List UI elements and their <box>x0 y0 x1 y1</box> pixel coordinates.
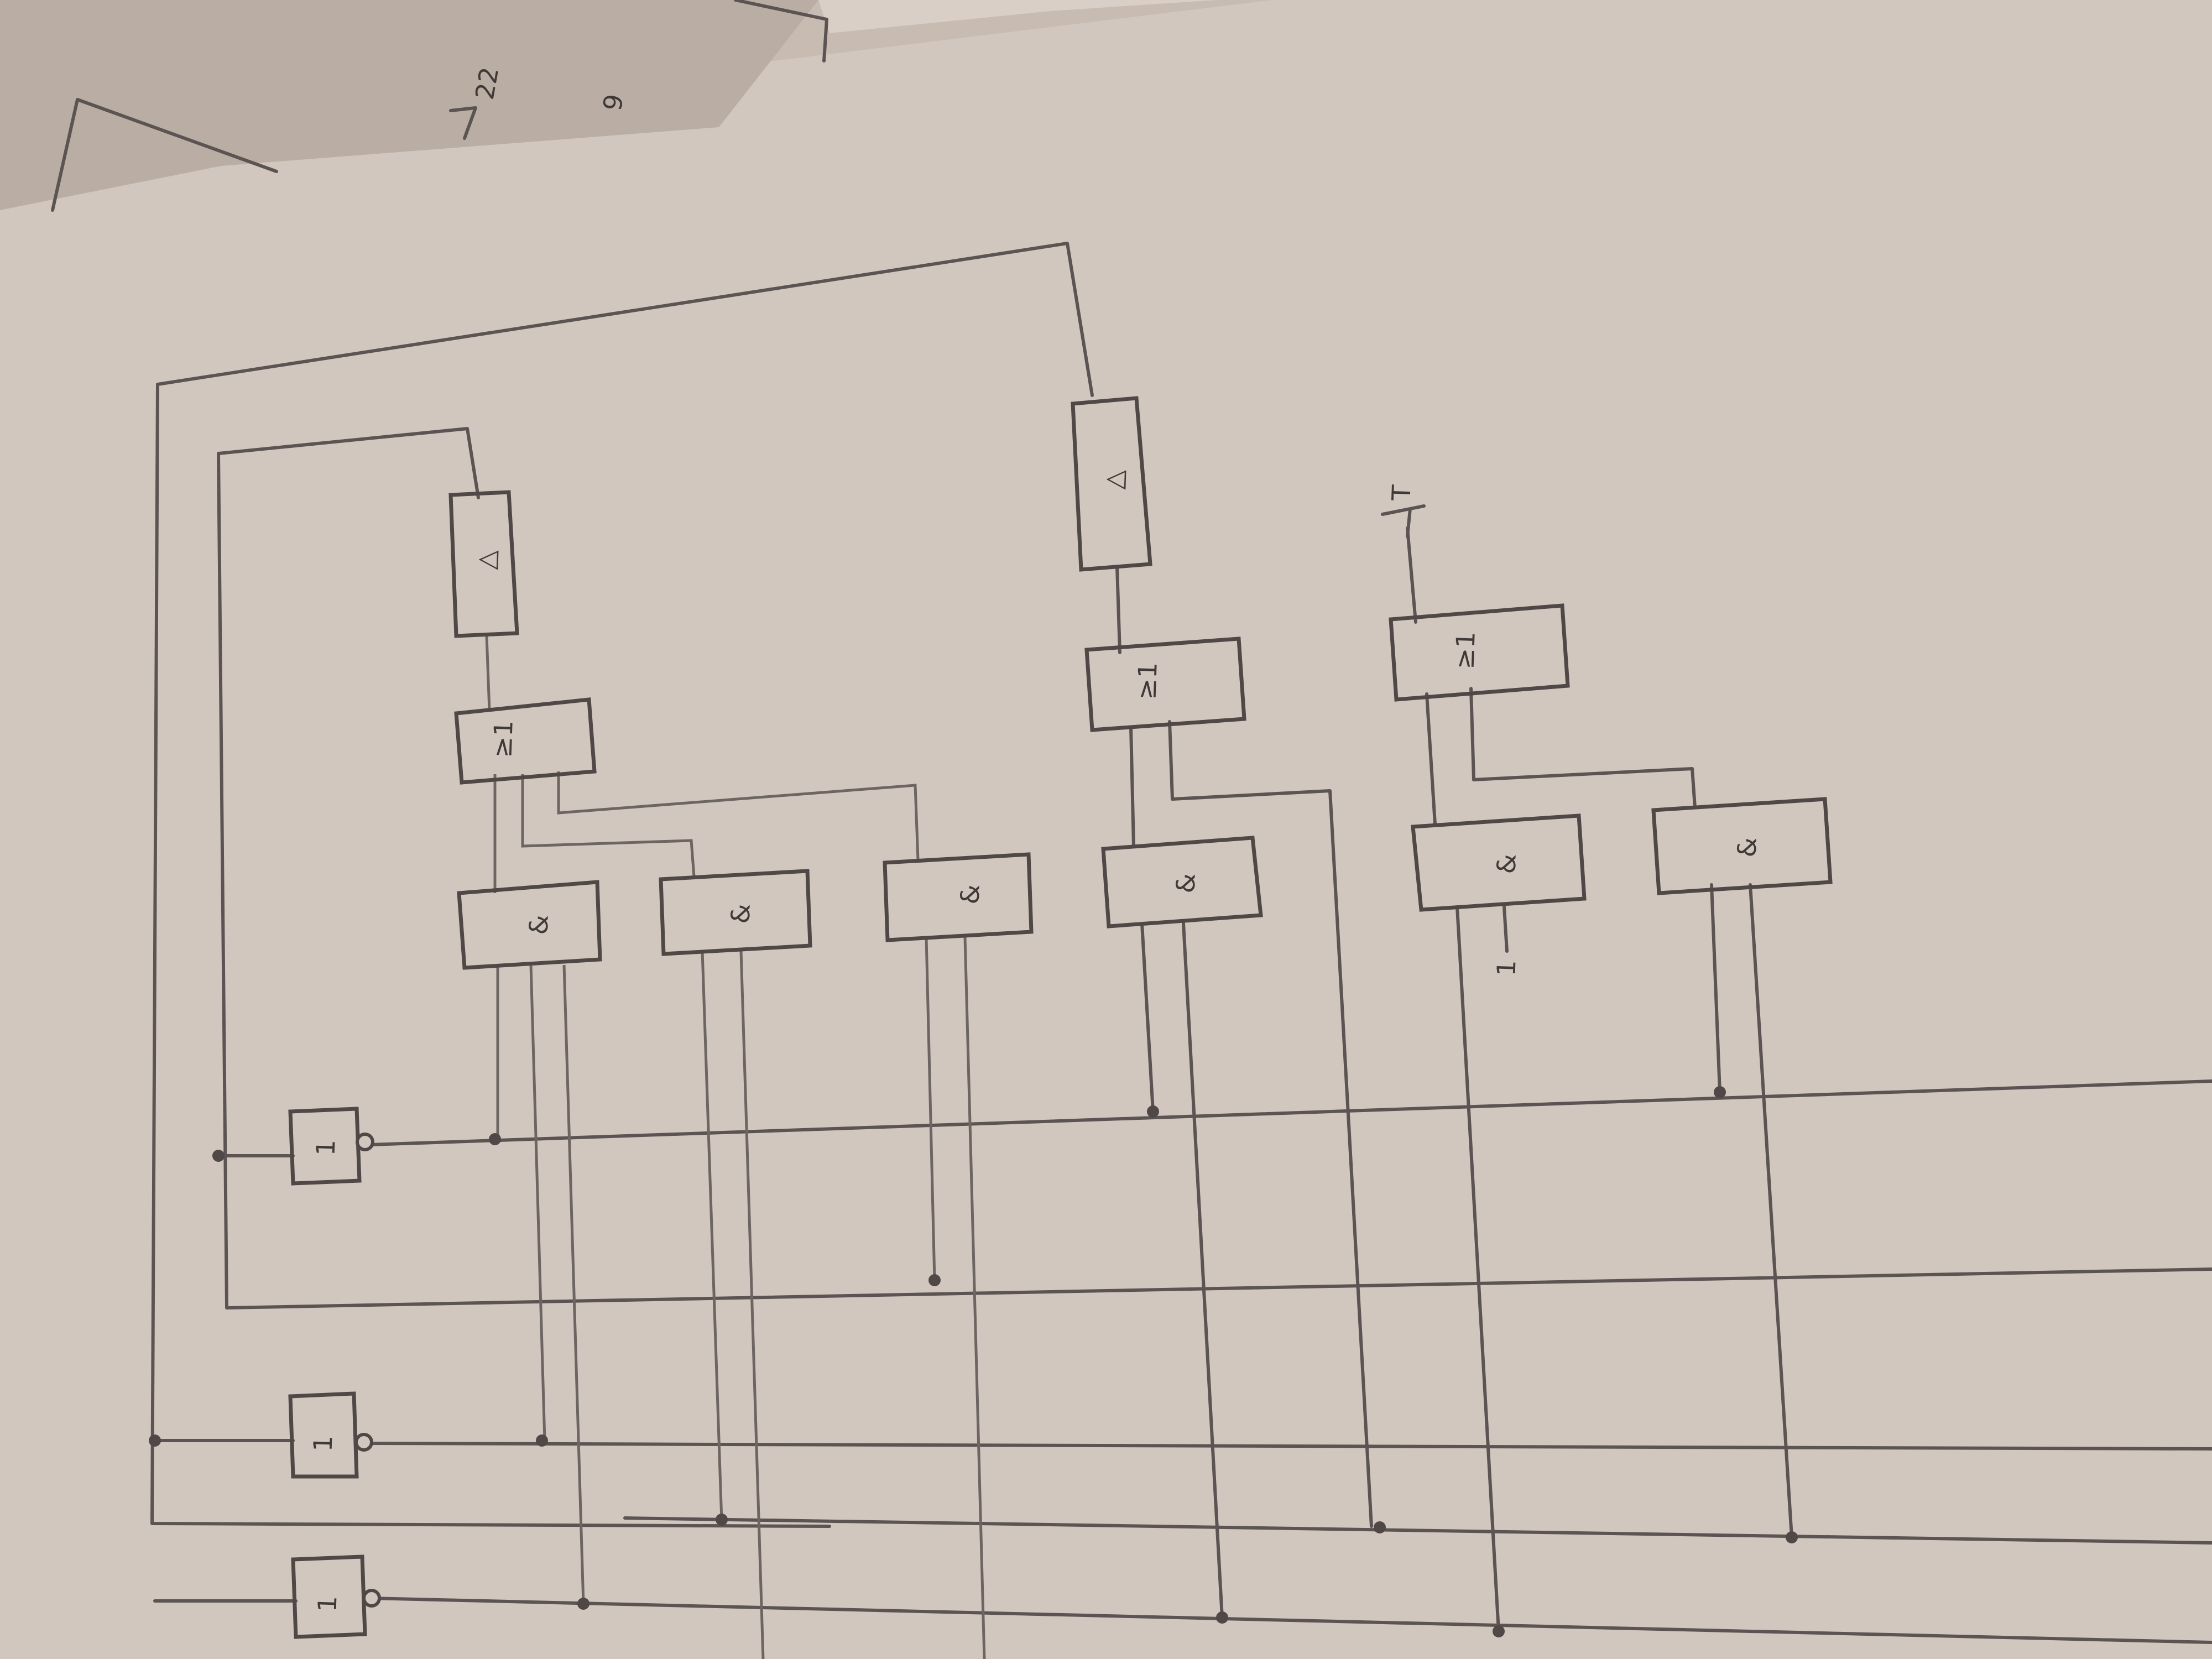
and-gate-5-body <box>1411 813 1587 912</box>
inverter-2: 1 <box>288 1391 373 1479</box>
junction-dot <box>1786 1531 1798 1543</box>
inverter-3-bubble <box>362 1589 381 1608</box>
junction-dot <box>1493 1625 1505 1637</box>
inverter-2-body <box>288 1391 359 1479</box>
junction-dot <box>716 1514 728 1526</box>
output-label-t: T <box>1386 484 1416 502</box>
inverter-3-label: 1 <box>312 1595 342 1613</box>
inverter-2-bubble <box>354 1433 373 1452</box>
or-gate-3: ≥1 <box>1389 603 1570 702</box>
or1-to-buffer1 <box>485 635 491 711</box>
sheet-border-line <box>51 98 278 212</box>
rail-4-out <box>369 1597 2212 1644</box>
and4-to-or2 <box>1129 726 1135 848</box>
buffer-gate-2-label: △ <box>1099 469 1129 490</box>
and3-in-b <box>963 937 986 1659</box>
and6-in-a <box>1710 883 1721 1094</box>
junction-dot <box>577 1598 589 1610</box>
junction-dot <box>1374 1521 1386 1533</box>
const-one-wire <box>1503 905 1509 953</box>
or3-output-wire <box>1406 526 1417 624</box>
inverter-2-label: 1 <box>307 1435 338 1452</box>
buffer-gate-1-label: △ <box>471 549 502 570</box>
inverter-3-body <box>291 1554 367 1639</box>
and3-to-or1 <box>557 771 920 860</box>
junction-dot <box>149 1434 161 1447</box>
output-t-stem <box>1406 507 1412 538</box>
and2-in-a <box>701 951 723 1521</box>
and-gate-6-label: & <box>1731 837 1762 858</box>
feedback-wire-outer <box>150 242 1094 1528</box>
junction-dot <box>536 1434 548 1447</box>
or-gate-2: ≥1 <box>1084 637 1246 732</box>
or-gate-2-label: ≥1 <box>1131 661 1162 700</box>
and4-in-b <box>1182 922 1224 1619</box>
and-gate-1: & <box>457 880 602 970</box>
page-fold-shade <box>0 0 818 210</box>
buffer-gate-1: △ <box>448 490 519 638</box>
and5-in-b <box>1455 905 1500 1633</box>
and-gate-2-body <box>659 869 812 956</box>
or2-to-buffer2 <box>1115 565 1121 654</box>
and2-in-b <box>739 951 765 1659</box>
and-gate-4-body <box>1101 836 1263 928</box>
or-gate-1-label: ≥1 <box>487 719 518 758</box>
corner-number-22: 22 <box>469 65 504 102</box>
buffer-gate-2: △ <box>1071 396 1152 572</box>
and6-to-or3 <box>1469 687 1697 809</box>
inverter-1-bubble <box>356 1133 374 1151</box>
and-gate-1-label: & <box>523 914 554 935</box>
bracket-mark <box>449 106 477 140</box>
junction-dot <box>1714 1086 1726 1098</box>
or-gate-1-body <box>454 697 597 785</box>
inverter-3: 1 <box>291 1554 381 1639</box>
and6-in-b <box>1749 883 1793 1539</box>
and4-in-a <box>1140 922 1155 1113</box>
and-gate-3-label: & <box>954 884 985 905</box>
and-gate-2-label: & <box>725 903 755 924</box>
rail-1-out <box>369 1079 2212 1146</box>
junction-dot <box>1147 1105 1159 1118</box>
output-t-bar <box>1381 504 1426 516</box>
and5-to-or3 <box>1425 692 1437 826</box>
junction-dot <box>928 1274 941 1286</box>
junction-dot <box>212 1150 225 1162</box>
or2-feed <box>1168 720 1373 1528</box>
feedback-wire-inner <box>217 427 2212 1310</box>
and-gate-5: & <box>1411 813 1587 912</box>
and-gate-5-label: & <box>1491 853 1521 874</box>
sheet-corner-line <box>734 0 828 62</box>
const-input-label-1: 1 <box>1491 959 1521 977</box>
or-gate-3-label: ≥1 <box>1449 631 1480 670</box>
inverter-1-label: 1 <box>310 1139 341 1156</box>
junction-dot <box>1216 1611 1228 1624</box>
and-gate-3: & <box>883 852 1034 942</box>
or-gate-1: ≥1 <box>454 697 597 785</box>
and1-in-c <box>562 964 585 1604</box>
and2-to-or1 <box>521 774 696 877</box>
inverter-1: 1 <box>288 1107 374 1186</box>
inverter-1-body <box>288 1107 362 1186</box>
and-gate-6: & <box>1651 797 1833 895</box>
and-gate-2: & <box>659 869 812 956</box>
buffer-gate-1-body <box>448 490 519 638</box>
and-gate-4-label: & <box>1170 873 1201 894</box>
top-sheet-corner <box>818 0 1217 33</box>
and-gate-1-body <box>457 880 602 970</box>
and3-in-a <box>925 937 936 1281</box>
or-gate-2-body <box>1084 637 1246 732</box>
and-gate-6-body <box>1651 797 1833 895</box>
rail-2-out <box>366 1442 2212 1451</box>
and-gate-3-body <box>883 852 1034 942</box>
and-gate-4: & <box>1101 836 1263 928</box>
or-gate-3-body <box>1389 603 1570 702</box>
buffer-gate-2-body <box>1071 396 1152 572</box>
junction-dot <box>489 1133 501 1145</box>
and1-in-b <box>529 964 546 1441</box>
rail-3 <box>623 1516 2212 1545</box>
